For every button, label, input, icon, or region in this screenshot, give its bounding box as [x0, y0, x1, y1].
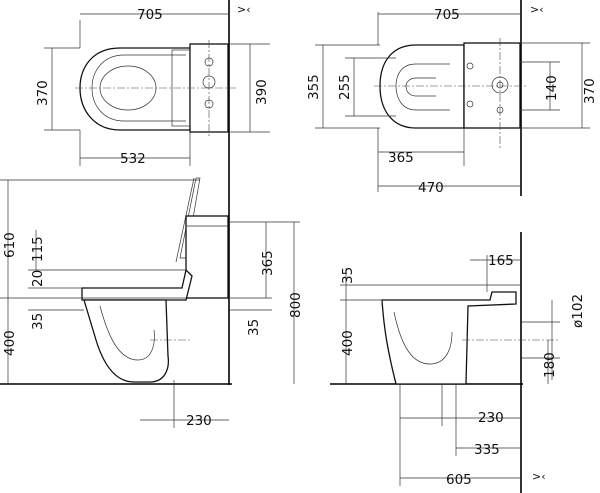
wall-mark-right: >‹ — [530, 3, 544, 16]
dim-605: 605 — [446, 472, 472, 488]
dim-180: 180 — [542, 352, 558, 378]
dim-140: 140 — [544, 75, 560, 101]
dim-370-right: 370 — [582, 78, 598, 104]
dim-diameter: ø102 — [570, 294, 586, 328]
plan-view-left: 705 >‹ 370 390 532 — [35, 0, 270, 168]
dim-35-left: 35 — [30, 313, 46, 330]
dim-165: 165 — [488, 253, 514, 269]
dim-230-left: 230 — [186, 413, 212, 429]
dim-400-left: 400 — [2, 330, 18, 356]
wall-mark-bottom: >‹ — [532, 470, 546, 483]
dim-705-left: 705 — [137, 7, 163, 23]
dim-355: 355 — [306, 74, 322, 100]
dim-115: 115 — [30, 236, 46, 262]
dim-35-right: 35 — [246, 319, 262, 336]
wall-mark-left: >‹ — [237, 3, 251, 16]
dim-365-top: 365 — [388, 150, 414, 166]
dim-230-right: 230 — [478, 410, 504, 426]
dim-255: 255 — [337, 74, 353, 100]
side-view-left: 610 115 20 35 400 365 35 800 230 — [0, 168, 304, 429]
dim-705-right: 705 — [434, 7, 460, 23]
dim-610: 610 — [2, 232, 18, 258]
dim-400-right: 400 — [340, 330, 356, 356]
dim-20: 20 — [30, 270, 46, 287]
dim-470: 470 — [418, 180, 444, 196]
plan-view-right: 705 >‹ 355 255 140 370 365 470 — [306, 0, 598, 196]
side-view-right: 35 165 ø102 400 180 230 335 605 >‹ — [330, 232, 586, 493]
dim-335: 335 — [474, 442, 500, 458]
dim-35-side-right: 35 — [340, 267, 356, 284]
dim-365-side: 365 — [260, 250, 276, 276]
dim-532: 532 — [120, 151, 146, 167]
dim-370-left: 370 — [35, 80, 51, 106]
dim-390: 390 — [254, 79, 270, 105]
dim-800: 800 — [288, 292, 304, 318]
